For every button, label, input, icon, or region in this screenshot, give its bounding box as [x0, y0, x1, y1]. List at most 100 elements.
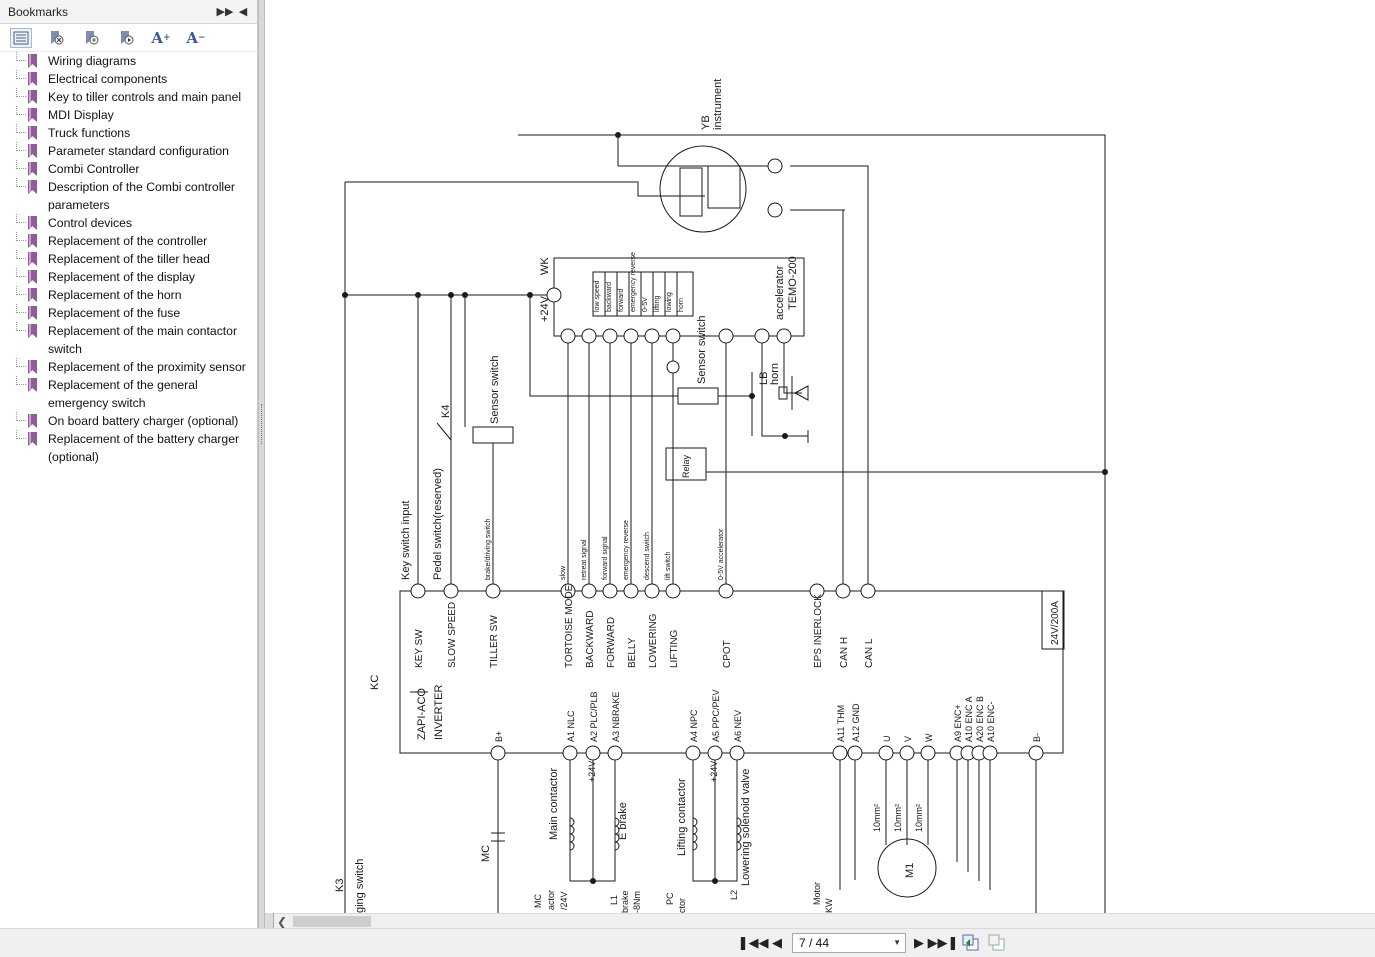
horizontal-scrollbar[interactable]: ❮ [265, 913, 1375, 929]
controller-bottom-pin: A1 NLC [566, 710, 576, 742]
accelerator-table-cell: horn [678, 298, 685, 312]
bookmark-icon [28, 414, 39, 428]
bookmark-item[interactable]: Wiring diagrams [0, 52, 257, 70]
horn-label: horn [769, 363, 781, 385]
bookmark-label: Replacement of the horn [48, 288, 182, 302]
bookmark-item[interactable]: On board battery charger (optional) [0, 412, 257, 430]
next-page-icon[interactable]: ▶ [914, 935, 924, 950]
splitter-grip[interactable] [261, 404, 263, 444]
controller-pin-name: TORTOISE MODE [564, 584, 575, 668]
fuse-label: 24V/200A [1050, 601, 1061, 645]
lb-label: LB [758, 372, 770, 385]
bookmark-item[interactable]: Replacement of the horn [0, 286, 257, 304]
tree-connector [16, 214, 26, 223]
delete-bookmark-icon[interactable] [45, 28, 67, 48]
wiring-diagram: YB instrument WK +24V accelerator TEMO-2… [334, 79, 1108, 913]
zapi-label: ZAPI-ACO [416, 688, 428, 740]
diagram-lower-label: 10mm² [872, 804, 882, 832]
tree-connector [16, 160, 26, 169]
tree-connector [16, 142, 26, 151]
tree-connector [16, 232, 26, 241]
signal-note: descend switch [644, 532, 651, 580]
bookmark-item[interactable]: Parameter standard configuration [0, 142, 257, 160]
bookmark-item[interactable]: Replacement of the controller [0, 232, 257, 250]
controller-pin-name: CPOT [722, 640, 733, 668]
bookmark-icon [28, 162, 39, 176]
bookmark-item[interactable]: Replacement of the general emergency swi… [0, 376, 257, 412]
panel-splitter[interactable] [258, 0, 265, 928]
tree-connector [16, 322, 26, 331]
bookmark-item[interactable]: Control devices [0, 214, 257, 232]
relay-label: Relay [681, 454, 691, 478]
wk-label: WK [539, 257, 551, 275]
scroll-left-icon[interactable]: ❮ [277, 915, 288, 929]
bookmark-item[interactable]: Key to tiller controls and main panel [0, 88, 257, 106]
add-bookmark-icon[interactable] [80, 28, 102, 48]
bookmark-item[interactable]: Replacement of the battery charger (opti… [0, 430, 257, 466]
diagram-lower-label: L2 [729, 890, 739, 900]
controller-bottom-pin: A4 NPC [689, 709, 699, 742]
controller-bottom-pin: A11 THM [836, 705, 846, 742]
diagram-lower-label: KW [824, 898, 834, 913]
bookmark-item[interactable]: Combi Controller [0, 160, 257, 178]
bookmark-icon [28, 144, 39, 158]
document-page-view[interactable]: YB instrument WK +24V accelerator TEMO-2… [265, 0, 1375, 913]
shrink-text-icon[interactable]: A− [186, 28, 206, 47]
bookmark-item[interactable]: Replacement of the tiller head [0, 250, 257, 268]
yb-sub-label: instrument [712, 79, 724, 130]
tree-connector [16, 304, 26, 313]
wire-top-loop [518, 134, 1106, 913]
bookmark-icon [28, 324, 39, 338]
page-indicator: 7 / 44 [799, 936, 830, 950]
bookmark-item[interactable]: MDI Display [0, 106, 257, 124]
bookmark-icon [28, 90, 39, 104]
bookmark-label: MDI Display [48, 108, 114, 122]
bookmark-item[interactable]: Replacement of the fuse [0, 304, 257, 322]
goto-bookmark-icon[interactable] [115, 28, 137, 48]
diagram-lower-label: MC [533, 894, 543, 908]
bookmark-item[interactable]: Description of the Combi controller para… [0, 178, 257, 214]
bookmark-label: Replacement of the proximity sensor [48, 360, 246, 374]
previous-page-icon[interactable]: ◀ [772, 935, 782, 950]
tree-connector [16, 430, 26, 439]
last-page-icon[interactable]: ▶▶❚ [927, 935, 959, 950]
controller-bottom-pin: A10 ENC- [986, 701, 996, 742]
bookmark-icon [28, 252, 39, 266]
tree-connector [16, 376, 26, 385]
bookmark-item[interactable]: Replacement of the main contactor switch [0, 322, 257, 358]
options-icon[interactable] [10, 27, 32, 48]
yb-label: YB [700, 115, 712, 130]
bookmark-icon [28, 288, 39, 302]
bookmark-label: Key to tiller controls and main panel [48, 90, 242, 104]
diagram-lower-label: actor [546, 890, 556, 910]
scroll-thumb[interactable] [293, 916, 371, 927]
first-page-icon[interactable]: ❚◀◀ [737, 935, 769, 950]
collapse-panel-icon[interactable]: ◀ [238, 6, 248, 18]
tree-connector [16, 286, 26, 295]
diagram-lower-label: Lowering solenoid valve [740, 769, 752, 886]
bookmark-icon [28, 432, 39, 446]
bookmark-label: Replacement of the display [48, 270, 196, 284]
page-number-field[interactable]: 7 / 44 ▼ [792, 933, 906, 953]
previous-view-icon[interactable] [962, 934, 980, 952]
signal-note: brake/driving switch [485, 518, 492, 580]
bookmark-item[interactable]: Replacement of the display [0, 268, 257, 286]
tree-connector [16, 88, 26, 97]
next-view-icon[interactable] [988, 934, 1006, 952]
expand-panel-icon[interactable]: ▶▶ [216, 6, 234, 18]
bookmark-label: Replacement of the main contactor switch [48, 324, 238, 356]
page-dropdown-icon[interactable]: ▼ [893, 938, 901, 947]
bookmark-item[interactable]: Truck functions [0, 124, 257, 142]
signal-note: lift switch [665, 552, 672, 581]
bookmark-item[interactable]: Electrical components [0, 70, 257, 88]
enlarge-text-icon[interactable]: A+ [151, 28, 171, 47]
kc-label: KC [369, 675, 381, 690]
controller-pin-name: BACKWARD [585, 611, 596, 668]
bookmark-icon [28, 216, 39, 230]
bookmark-item[interactable]: Replacement of the proximity sensor [0, 358, 257, 376]
bookmark-label: Truck functions [48, 126, 131, 140]
accelerator-box [553, 257, 805, 337]
accelerator-table-cell: backward [606, 282, 613, 312]
controller-pin-name: CAN L [864, 638, 875, 668]
